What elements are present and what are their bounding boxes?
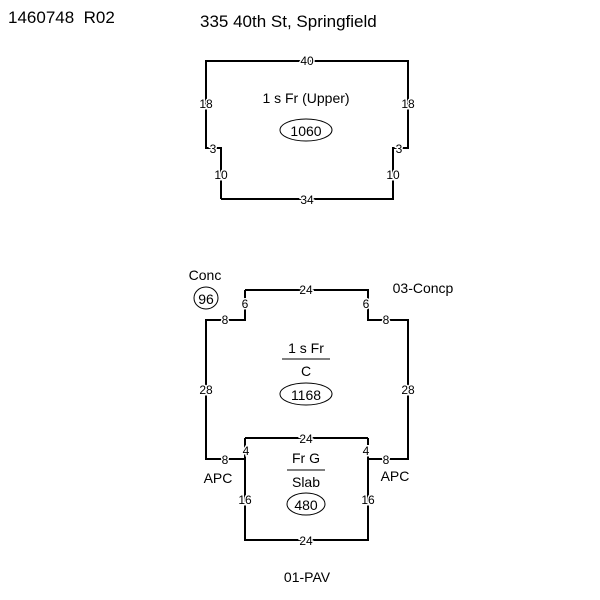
- apc-right-label: APC: [381, 468, 410, 484]
- dim-upper-left: 18: [199, 97, 213, 111]
- dim-garage-step-left: 4: [243, 444, 250, 458]
- dim-upper-bottom: 34: [300, 193, 314, 207]
- garage-area-ellipse: [286, 492, 326, 516]
- dim-garage-bottom: 24: [299, 534, 313, 548]
- apc-left-label: APC: [204, 470, 233, 486]
- dim-main-left: 28: [199, 383, 213, 397]
- dim-upper-lower-right: 10: [386, 168, 400, 182]
- sketch-id: 1460748 R02: [8, 8, 115, 28]
- dim-main-lower-left: 8: [222, 453, 229, 467]
- dim-main-right: 28: [401, 383, 415, 397]
- dim-main-notch-left: 6: [242, 297, 249, 311]
- revision: R02: [83, 8, 115, 27]
- pav-label: 01-PAV: [284, 569, 331, 585]
- dim-garage-step-right: 4: [363, 444, 370, 458]
- dim-upper-step-right: 3: [396, 142, 403, 156]
- dim-upper-step-left: 3: [210, 142, 217, 156]
- upper-area: 1060: [290, 123, 321, 139]
- conc-label: Conc: [189, 267, 222, 283]
- dim-upper-top: 40: [300, 54, 314, 68]
- main-area-ellipse: [279, 382, 333, 406]
- garage-label: Fr G: [292, 450, 320, 466]
- dim-main-ext-left: 8: [222, 313, 229, 327]
- main-area: 1168: [291, 387, 321, 403]
- address: 335 40th St, Springfield: [200, 12, 377, 31]
- garage-construction: Slab: [292, 474, 320, 490]
- conc-area: 96: [198, 291, 214, 307]
- garage-area: 480: [294, 497, 318, 513]
- dim-main-notch-right: 6: [363, 297, 370, 311]
- conc-area-ellipse: [193, 286, 219, 310]
- dim-main-lower-right: 8: [383, 453, 390, 467]
- upper-area-ellipse: [279, 118, 333, 142]
- parcel-id: 1460748: [8, 8, 75, 27]
- upper-outline: [205, 60, 409, 200]
- main-label: 1 s Fr: [288, 340, 324, 356]
- main-construction: C: [301, 363, 311, 379]
- dim-upper-right: 18: [401, 97, 415, 111]
- dim-garage-right: 16: [361, 493, 375, 507]
- dim-main-ext-right: 8: [383, 313, 390, 327]
- dim-upper-lower-left: 10: [214, 168, 228, 182]
- dim-garage-left: 16: [238, 493, 252, 507]
- main-outline: [205, 289, 409, 541]
- upper-label: 1 s Fr (Upper): [262, 90, 349, 106]
- dim-main-top: 24: [299, 283, 313, 297]
- dim-garage-top: 24: [299, 432, 313, 446]
- concp-label: 03-Concp: [393, 280, 454, 296]
